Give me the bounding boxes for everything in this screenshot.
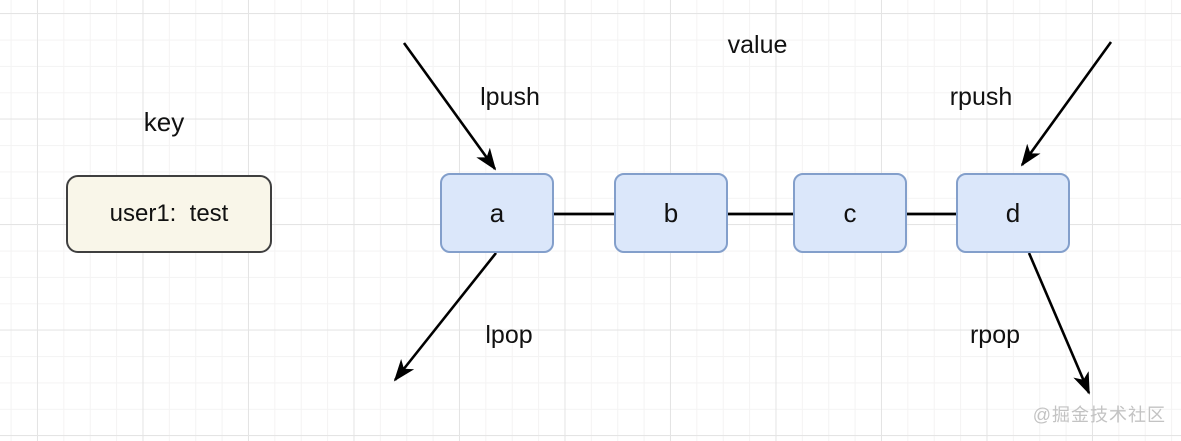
lpush-label: lpush [480, 83, 540, 111]
rpop-arrow [1027, 252, 1091, 395]
value-label: value [727, 31, 788, 59]
key-node-text: user1: test [109, 200, 229, 227]
rpush-arrow [1020, 41, 1113, 167]
list-node-c: c [793, 173, 907, 253]
lpush-arrow [402, 42, 497, 171]
key-node: user1: test [66, 175, 272, 253]
key-label: key [143, 107, 185, 137]
rpop-label: rpop [969, 321, 1021, 349]
watermark: @掘金技术社区 [1032, 405, 1166, 425]
list-node-d: d [956, 173, 1070, 253]
list-node-a: a [440, 173, 554, 253]
list-node-b: b [614, 173, 728, 253]
lpop-label: lpop [485, 321, 533, 349]
rpush-label: rpush [949, 83, 1013, 111]
lpop-arrow [393, 252, 498, 382]
